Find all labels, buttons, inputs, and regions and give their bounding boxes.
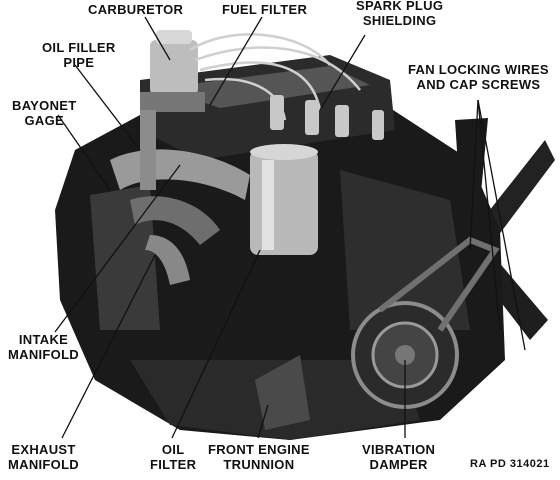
oil-filter-canister <box>250 144 318 255</box>
label-vibration-damper: VIBRATION DAMPER <box>362 442 435 472</box>
oil-filler-pipe-shape <box>140 110 156 190</box>
label-fan-locking-line2: AND CAP SCREWS <box>416 77 541 92</box>
label-trunnion-line2: TRUNNION <box>223 457 295 472</box>
label-oil-filter-line2: FILTER <box>150 457 197 472</box>
label-oil-filter-line1: OIL <box>161 442 185 457</box>
carburetor-shape <box>140 30 205 112</box>
label-front-engine-trunnion: FRONT ENGINE TRUNNION <box>208 442 310 472</box>
label-spark-plug-line1: SPARK PLUG <box>356 0 444 13</box>
fan-belt <box>378 236 500 332</box>
label-bayonet-line1: BAYONET <box>12 98 77 113</box>
label-exhaust-line2: MANIFOLD <box>8 457 79 472</box>
label-oil-filler-line2: PIPE <box>63 55 95 70</box>
label-fan-locking-wires: FAN LOCKING WIRES AND CAP SCREWS <box>408 62 549 92</box>
label-trunnion-line1: FRONT ENGINE <box>208 442 310 457</box>
label-oil-filler-line1: OIL FILLER <box>42 40 116 55</box>
label-exhaust-manifold: EXHAUST MANIFOLD <box>8 442 79 472</box>
label-oil-filler-pipe: OIL FILLER PIPE <box>42 40 116 70</box>
label-bayonet-line2: GAGE <box>24 113 64 128</box>
leader-lines <box>54 16 526 439</box>
label-fan-locking-line1: FAN LOCKING WIRES <box>408 62 549 77</box>
trunnion-bracket <box>255 355 310 430</box>
label-intake-manifold: INTAKE MANIFOLD <box>8 332 79 362</box>
label-vibration-line2: DAMPER <box>369 457 428 472</box>
label-intake-line1: INTAKE <box>18 332 69 347</box>
label-spark-plug-line2: SHIELDING <box>362 13 437 28</box>
cylinder-head <box>140 55 395 160</box>
label-bayonet-gage: BAYONET GAGE <box>12 98 76 128</box>
vibration-damper-pulley <box>351 301 459 409</box>
reference-code: RA PD 314021 <box>470 458 550 470</box>
spark-plug-shields <box>270 95 384 140</box>
label-oil-filter: OIL FILTER <box>150 442 196 472</box>
label-spark-plug-shielding: SPARK PLUG SHIELDING <box>356 0 443 28</box>
label-exhaust-line1: EXHAUST <box>11 442 76 457</box>
label-intake-line2: MANIFOLD <box>8 347 79 362</box>
label-carburetor: CARBURETOR <box>88 2 183 17</box>
label-fuel-filter-text: FUEL FILTER <box>222 2 308 17</box>
label-vibration-line1: VIBRATION <box>362 442 436 457</box>
label-fuel-filter: FUEL FILTER <box>222 2 307 17</box>
label-carburetor-text: CARBURETOR <box>88 2 184 17</box>
